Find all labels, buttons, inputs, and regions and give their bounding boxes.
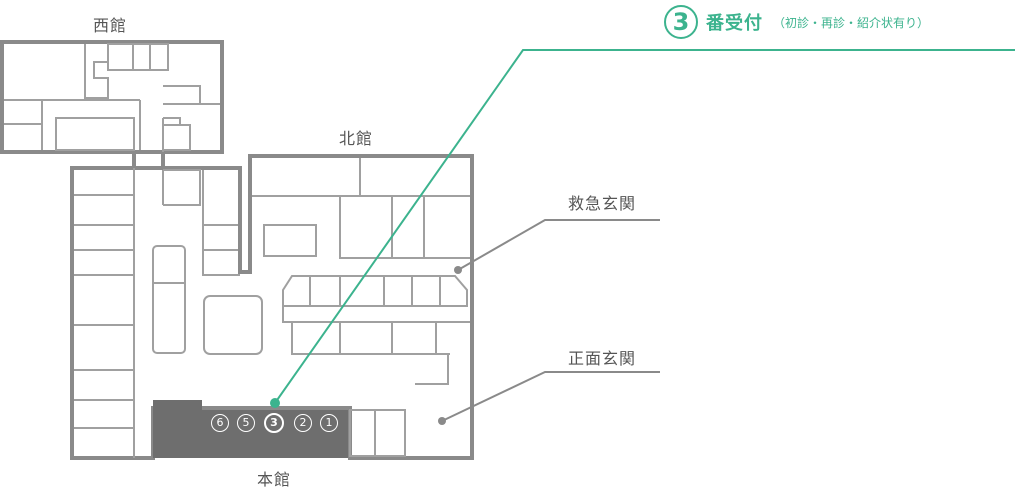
front-entrance-label: 正面玄関: [568, 349, 637, 368]
reception-marker: [270, 398, 280, 408]
west-building-label: 西館: [93, 16, 128, 35]
reception-title-note: （初診・再診・紹介状有り）: [773, 15, 930, 30]
reception-title-text: 番受付: [706, 13, 763, 34]
reception-leader-line: [274, 49, 1015, 404]
emergency-entrance-marker: [454, 266, 462, 274]
leader-lines: [274, 49, 1015, 422]
reception-number-badge: 3: [664, 5, 698, 39]
counter-5: 5: [237, 414, 255, 432]
main-building-label: 本館: [257, 470, 292, 489]
counter-6: 6: [211, 414, 229, 432]
counter-3: 3: [264, 413, 284, 433]
counter-2: 2: [294, 414, 312, 432]
counter-1: 1: [320, 414, 338, 432]
emergency-entrance-label: 救急玄関: [568, 194, 637, 213]
north-building-label: 北館: [339, 129, 374, 148]
front-leader-line: [441, 371, 660, 422]
emergency-leader-line: [457, 219, 660, 271]
reception-title: 3 番受付 （初診・再診・紹介状有り）: [664, 4, 929, 40]
front-entrance-marker: [438, 417, 446, 425]
interior-walls: [4, 43, 470, 458]
